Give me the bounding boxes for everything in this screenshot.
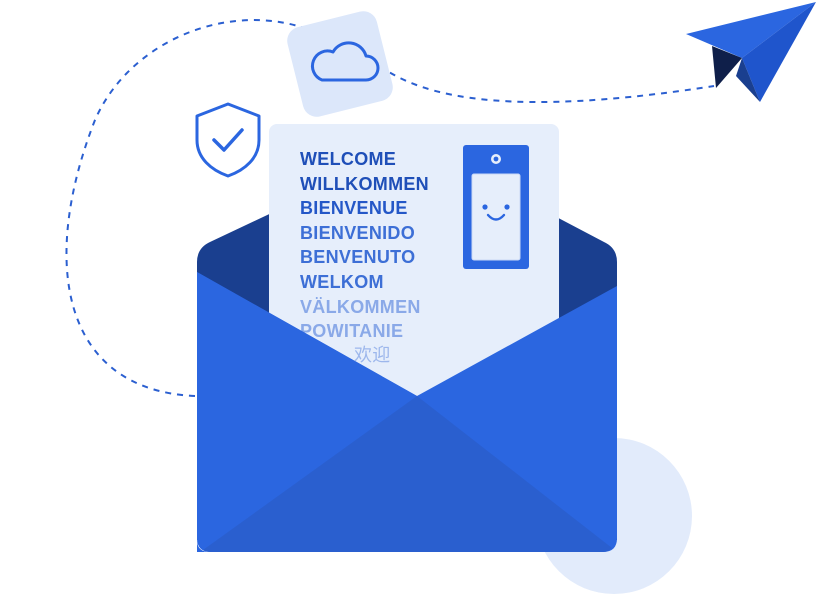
greeting-item: WELKOM [300, 271, 384, 292]
greeting-item: WILLKOMMEN [300, 173, 429, 194]
greeting-item: VÄLKOMMEN [300, 296, 421, 317]
greeting-item: WELCOME [300, 149, 397, 169]
greeting-item: POWITANIE [300, 321, 404, 342]
greeting-item: 欢迎 [354, 344, 391, 366]
shield-check-icon [195, 102, 261, 178]
cloud-icon [287, 11, 393, 117]
dashed-flight-path [65, 19, 715, 397]
greeting-item: BENVENUTO [300, 247, 416, 268]
paper-plane-icon [686, 2, 816, 102]
greeting-item: BIENVENUE [300, 198, 408, 219]
phone-smiley-icon [463, 145, 529, 269]
greeting-list: WELCOME WILLKOMMEN BIENVENUE BIENVENIDO … [300, 147, 429, 368]
greeting-item: BIENVENIDO [300, 222, 416, 243]
